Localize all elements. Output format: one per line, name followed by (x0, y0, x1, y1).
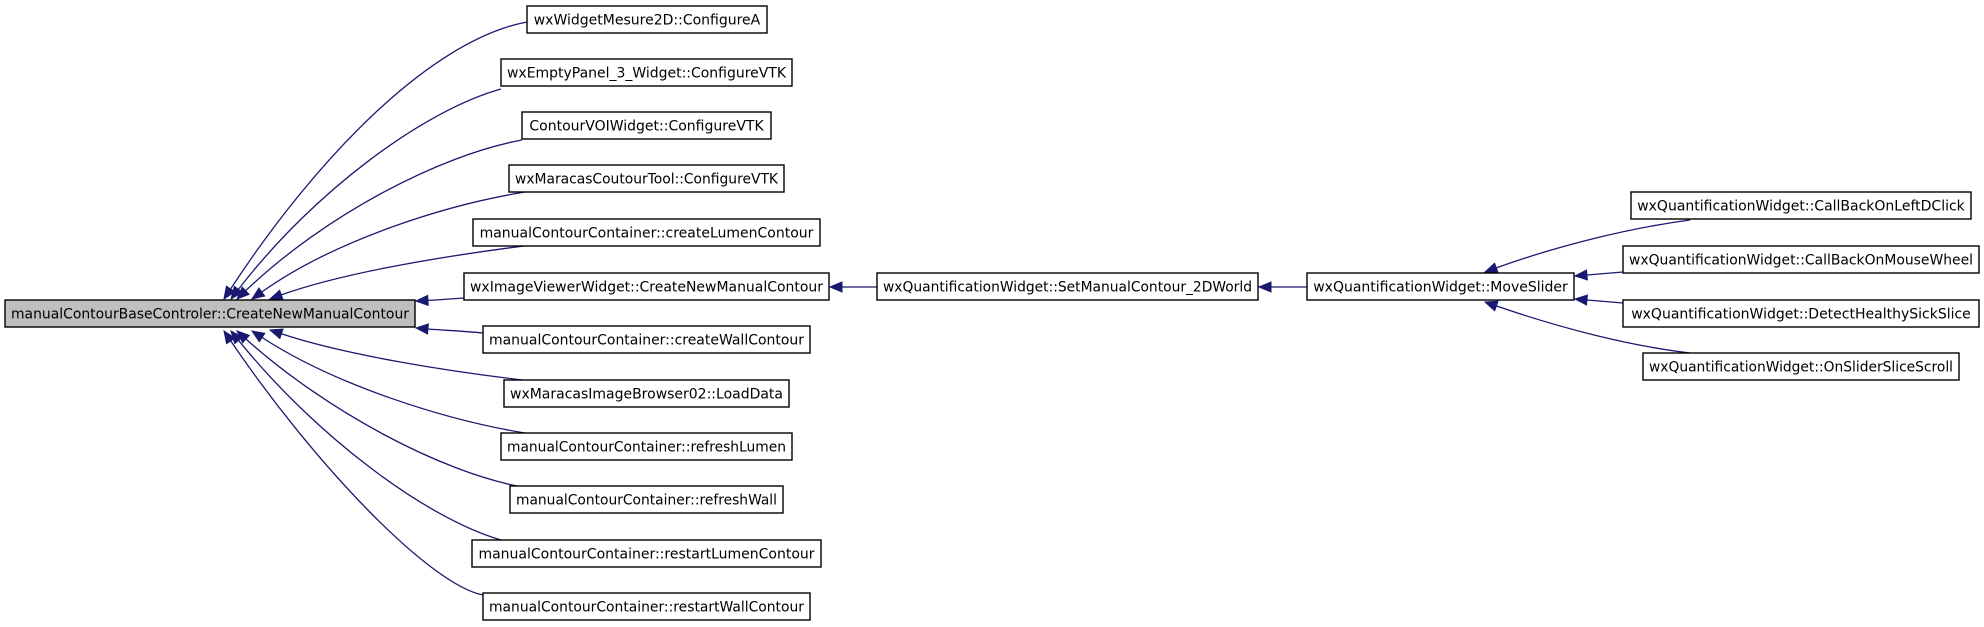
call-edge-n17-to-n14 (1586, 299, 1624, 304)
function-node[interactable]: manualContourContainer::restartWallConto… (482, 592, 811, 621)
arrowhead-n14-to-n13 (1257, 281, 1272, 293)
call-edge-n10-to-root (245, 338, 523, 488)
call-edge-n18-to-n14 (1496, 305, 1691, 354)
function-node[interactable]: wxQuantificationWidget::SetManualContour… (876, 272, 1259, 301)
node-label: wxQuantificationWidget::SetManualContour… (883, 280, 1252, 296)
node-box (472, 218, 821, 247)
arrowhead-n8-to-root (268, 328, 284, 340)
arrowhead-n2-to-root (230, 285, 244, 301)
function-node[interactable]: wxQuantificationWidget::DetectHealthySic… (1622, 299, 1980, 328)
node-box (1306, 272, 1575, 301)
node-label: wxQuantificationWidget::MoveSlider (1313, 280, 1568, 296)
function-node[interactable]: manualContourContainer::createWallContou… (482, 325, 811, 354)
function-node[interactable]: wxMaracasCoutourTool::ConfigureVTK (508, 164, 785, 193)
node-box (500, 432, 793, 461)
call-edge-n7-to-root (427, 328, 484, 334)
node-box (500, 58, 793, 87)
arrowhead-n3-to-root (236, 286, 250, 300)
node-label: wxQuantificationWidget::CallBackOnLeftDC… (1637, 199, 1965, 215)
function-node[interactable]: wxQuantificationWidget::OnSliderSliceScr… (1642, 352, 1960, 381)
function-node[interactable]: wxQuantificationWidget::MoveSlider (1306, 272, 1575, 301)
arrowhead-n6-to-root (414, 294, 429, 307)
function-node[interactable]: manualContourContainer::createLumenConto… (472, 218, 821, 247)
node-label: manualContourContainer::refreshLumen (507, 440, 786, 456)
arrowhead-n9-to-root (250, 330, 266, 343)
call-edge-n16-to-n14 (1586, 271, 1624, 276)
arrowhead-n17-to-n14 (1573, 294, 1588, 306)
node-label: manualContourContainer::refreshWall (516, 493, 777, 509)
call-edge-n15-to-n14 (1496, 219, 1691, 269)
node-label: wxQuantificationWidget::OnSliderSliceScr… (1649, 360, 1953, 376)
call-edge-n8-to-root (281, 333, 541, 383)
call-edge-n3-to-root (245, 139, 523, 292)
call-edge-n9-to-root (261, 336, 526, 434)
arrowhead-n12-to-root (223, 329, 236, 345)
node-label: wxQuantificationWidget::CallBackOnMouseW… (1629, 253, 1973, 269)
node-label: ContourVOIWidget::ConfigureVTK (529, 119, 764, 135)
node-box (876, 272, 1259, 301)
function-node[interactable]: manualContourContainer::restartLumenCont… (471, 539, 822, 568)
node-box (471, 539, 822, 568)
function-node[interactable]: wxImageViewerWidget::CreateNewManualCont… (463, 272, 830, 301)
arrowhead-n4-to-root (250, 287, 266, 300)
node-label: wxWidgetMesure2D::ConfigureA (534, 13, 761, 29)
node-box (1630, 191, 1972, 220)
node-box (503, 379, 790, 408)
node-label: manualContourContainer::createWallContou… (489, 333, 804, 349)
function-node[interactable]: wxMaracasImageBrowser02::LoadData (503, 379, 790, 408)
call-edge-n5-to-root (281, 243, 541, 296)
function-node[interactable]: wxQuantificationWidget::CallBackOnMouseW… (1622, 245, 1980, 274)
root-function-node[interactable]: manualContourBaseControler::CreateNewMan… (4, 299, 416, 328)
edges-layer (223, 21, 1691, 596)
arrowhead-n13-to-n6 (828, 281, 843, 293)
function-node[interactable]: wxEmptyPanel_3_Widget::ConfigureVTK (500, 58, 793, 87)
node-label: wxImageViewerWidget::CreateNewManualCont… (470, 280, 823, 296)
node-label: manualContourBaseControler::CreateNewMan… (11, 307, 409, 323)
node-box (1622, 245, 1980, 274)
arrowhead-n15-to-n14 (1483, 262, 1499, 274)
node-box (482, 592, 811, 621)
node-box (508, 164, 785, 193)
function-node[interactable]: wxQuantificationWidget::CallBackOnLeftDC… (1630, 191, 1972, 220)
node-box (1622, 299, 1980, 328)
node-box (526, 5, 768, 34)
arrowhead-n18-to-n14 (1483, 300, 1499, 312)
node-label: manualContourContainer::restartWallConto… (489, 600, 804, 616)
arrowhead-n1-to-root (223, 285, 236, 301)
call-edge-n2-to-root (237, 88, 502, 290)
node-box (1642, 352, 1960, 381)
call-edge-n11-to-root (237, 339, 502, 541)
function-node[interactable]: ContourVOIWidget::ConfigureVTK (521, 111, 772, 140)
arrowhead-n5-to-root (268, 289, 284, 301)
node-box (482, 325, 811, 354)
node-label: wxMaracasCoutourTool::ConfigureVTK (515, 172, 779, 188)
function-node[interactable]: manualContourContainer::refreshWall (509, 485, 784, 514)
node-box (521, 111, 772, 140)
node-label: wxMaracasImageBrowser02::LoadData (510, 387, 783, 403)
node-box (509, 485, 784, 514)
node-box (463, 272, 830, 301)
arrowhead-n7-to-root (414, 323, 429, 335)
node-label: manualContourContainer::createLumenConto… (480, 226, 814, 242)
node-label: manualContourContainer::restartLumenCont… (478, 547, 814, 563)
node-label: wxEmptyPanel_3_Widget::ConfigureVTK (507, 66, 787, 82)
arrowhead-n16-to-n14 (1573, 269, 1588, 281)
call-edge-n4-to-root (261, 191, 526, 293)
node-box (4, 299, 416, 328)
function-node[interactable]: manualContourContainer::refreshLumen (500, 432, 793, 461)
call-edge-n6-to-root (427, 297, 465, 302)
node-label: wxQuantificationWidget::DetectHealthySic… (1631, 307, 1971, 323)
nodes-layer: manualContourBaseControler::CreateNewMan… (4, 5, 1980, 621)
call-edge-n12-to-root (230, 340, 484, 596)
call-edge-n1-to-root (230, 21, 528, 290)
function-node[interactable]: wxWidgetMesure2D::ConfigureA (526, 5, 768, 34)
